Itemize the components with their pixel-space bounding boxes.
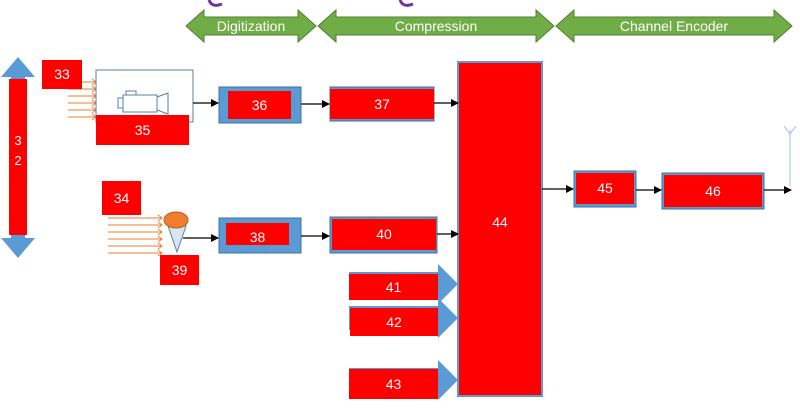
label-33: 33 — [42, 60, 82, 89]
label-41: 41 — [349, 274, 438, 300]
label-36: 36 — [228, 91, 291, 119]
channel-encoder-stage-arrow — [555, 8, 793, 44]
digitization-stage-label: Digitization — [216, 18, 286, 34]
microphone-input-rays — [108, 214, 163, 257]
compression-stage-arrow — [317, 8, 555, 44]
label-38: 38 — [226, 223, 289, 245]
multiplexer-block — [457, 61, 543, 397]
compression-stage-label: Compression — [394, 18, 478, 34]
antenna-icon — [783, 125, 797, 186]
label-32-part1: 3 — [14, 133, 22, 148]
label-40: 40 — [332, 219, 436, 250]
label-43: 43 — [349, 369, 438, 399]
label-39: 39 — [160, 255, 199, 285]
top-decoration-right — [398, 0, 414, 7]
digitization-stage-arrow — [185, 8, 317, 44]
microphone-icon — [163, 211, 189, 254]
top-decoration-left — [207, 0, 223, 7]
channel-encoder-stage-label: Channel Encoder — [619, 18, 729, 34]
label-45: 45 — [576, 173, 634, 204]
vertical-arrow-bar — [9, 79, 27, 235]
label-44: 44 — [492, 214, 508, 230]
label-37: 37 — [330, 89, 434, 119]
label-32-part2: 2 — [14, 153, 22, 168]
video-camera-icon — [117, 90, 169, 115]
label-34: 34 — [102, 181, 141, 215]
label-42: 42 — [350, 308, 438, 336]
label-46: 46 — [664, 175, 762, 207]
label-35: 35 — [96, 115, 189, 145]
